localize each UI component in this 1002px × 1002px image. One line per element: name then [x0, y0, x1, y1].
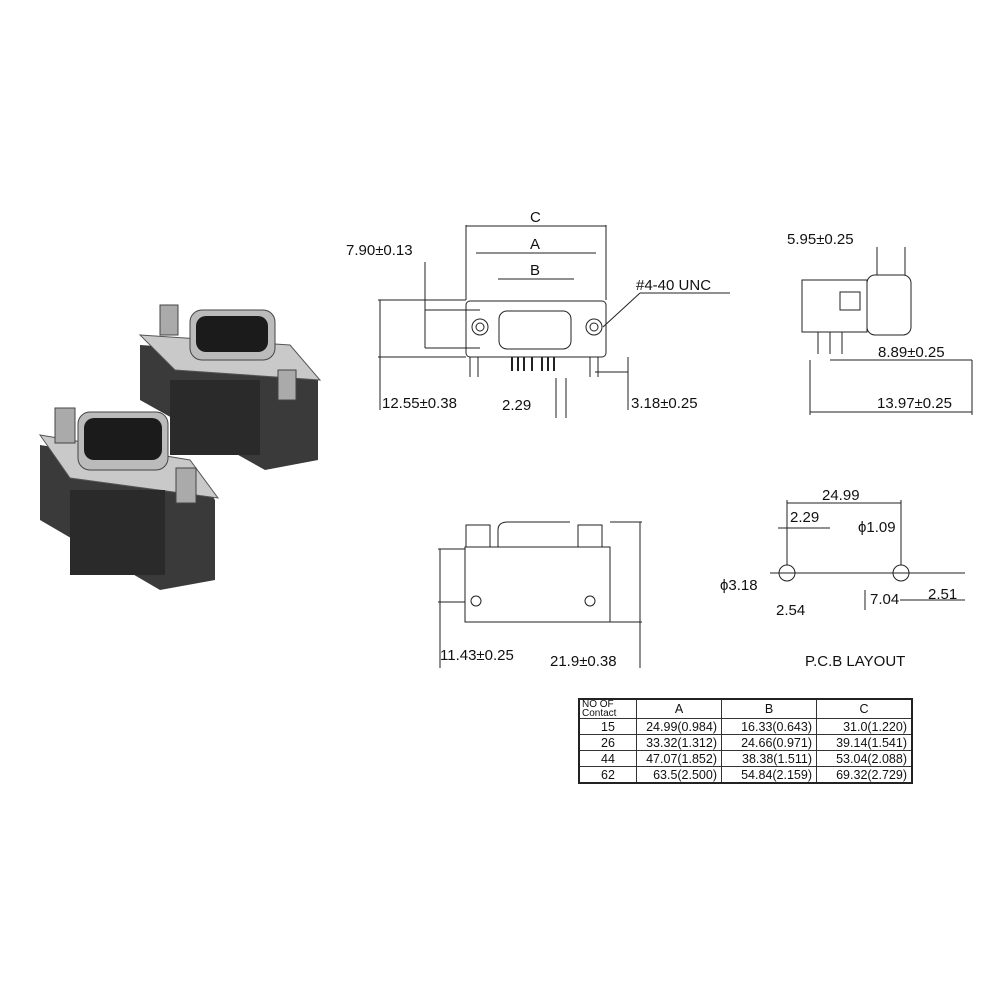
table-row: 62 63.5(2.500) 54.84(2.159) 69.32(2.729)	[578, 766, 913, 784]
dim-c-label: C	[530, 209, 541, 226]
mount-hole-label: ϕ3.18	[720, 577, 758, 594]
cell-contacts: 62	[578, 766, 637, 784]
connector-photo-back	[138, 304, 322, 470]
cell-a: 47.07(1.852)	[636, 750, 722, 767]
thread-label: #4-40 UNC	[636, 277, 712, 294]
connector-photo-front	[38, 407, 220, 590]
pcb-pitch-label: 2.29	[790, 509, 820, 526]
pcb-span-label: 24.99	[822, 487, 860, 504]
cell-b: 16.33(0.643)	[721, 718, 817, 735]
total-height-label: 12.55±0.38	[382, 395, 457, 412]
table-row: 44 47.07(1.852) 38.38(1.511) 53.04(2.088…	[578, 750, 913, 767]
pin-length-label: 3.18±0.25	[631, 395, 698, 412]
cell-c: 53.04(2.088)	[816, 750, 913, 767]
cell-a: 33.32(1.312)	[636, 734, 722, 751]
header-a: A	[636, 698, 722, 719]
header-c: C	[816, 698, 913, 719]
header-contacts: NO OF Contact	[578, 698, 637, 719]
total-width-label: 21.9±0.38	[550, 653, 617, 670]
dim-b-label: B	[530, 262, 541, 279]
cell-contacts: 44	[578, 750, 637, 767]
side-view-drawing	[801, 247, 973, 415]
table-row: 26 33.32(1.312) 24.66(0.971) 39.14(1.541…	[578, 734, 913, 751]
cell-a: 63.5(2.500)	[636, 766, 722, 784]
row-pitch-label: 2.54	[776, 602, 806, 619]
shell-depth-label: 5.95±0.25	[787, 231, 854, 248]
row-offset-label: 2.51	[928, 586, 958, 603]
table-row: 15 24.99(0.984) 16.33(0.643) 31.0(1.220)	[578, 718, 913, 735]
table-header-row: NO OF Contact A B C	[578, 698, 913, 719]
cell-contacts: 26	[578, 734, 637, 751]
dim-a-label: A	[530, 236, 541, 253]
pin-offset-label: 8.89±0.25	[878, 344, 945, 361]
offset-label: 7.04	[870, 591, 900, 608]
pcb-layout-drawing	[770, 500, 965, 610]
pcb-layout-title: P.C.B LAYOUT	[805, 653, 906, 670]
cell-c: 69.32(2.729)	[816, 766, 913, 784]
pin-hole-label: ϕ1.09	[858, 519, 896, 536]
front-view-drawing	[378, 225, 730, 418]
cell-c: 31.0(1.220)	[816, 718, 913, 735]
cell-contacts: 15	[578, 718, 637, 735]
header-b: B	[721, 698, 817, 719]
cell-c: 39.14(1.541)	[816, 734, 913, 751]
total-depth-label: 13.97±0.25	[877, 395, 952, 412]
bottom-view-drawing	[438, 521, 642, 668]
cell-b: 54.84(2.159)	[721, 766, 817, 784]
cell-b: 38.38(1.511)	[721, 750, 817, 767]
cell-b: 24.66(0.971)	[721, 734, 817, 751]
dimensions-table: NO OF Contact A B C 15 24.99(0.984) 16.3…	[578, 698, 913, 784]
pin-width-label: 11.43±0.25	[440, 647, 514, 664]
pin-pitch-label: 2.29	[502, 397, 532, 414]
cell-a: 24.99(0.984)	[636, 718, 722, 735]
flange-height-label: 7.90±0.13	[346, 242, 413, 259]
